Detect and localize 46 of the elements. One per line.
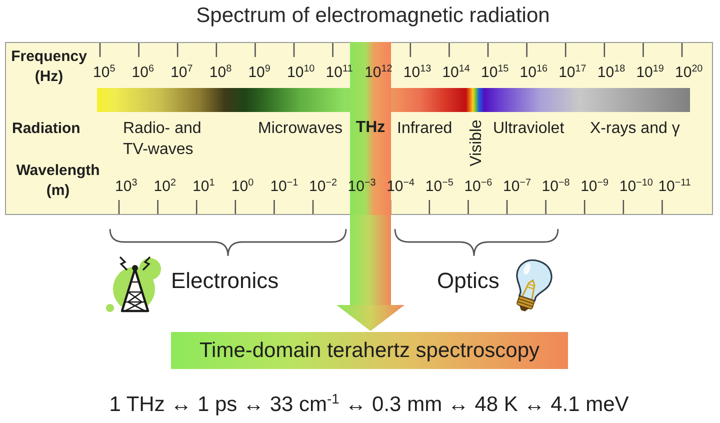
scale-value: 10$^{7}$ [170, 64, 193, 82]
arrow [336, 215, 404, 331]
band-label: THz [356, 118, 386, 137]
bracket-label: Optics [437, 268, 500, 294]
scale-value: 10$^{−5}$ [425, 178, 454, 196]
scale-value: 10$^{0}$ [231, 178, 254, 196]
bracket-label: Electronics [171, 268, 279, 294]
scale-value: 10$^{−6}$ [464, 178, 492, 196]
row-heading: Radiation [12, 119, 80, 139]
row-heading: Wavelength (m) [15, 161, 101, 201]
scale-value: 10$^{18}$ [597, 64, 626, 82]
scale-value: 10$^{10}$ [287, 64, 315, 82]
unit-equivalence-note: 1 THz ↔ 1 ps ↔ 33 cm$^{-1}$ ↔ 0.3 mm ↔ 48 K ↔ 4.1 meV [109, 392, 629, 417]
scale-value: 10$^{−10}$ [619, 178, 653, 196]
region-name: Microwaves [258, 119, 342, 139]
scale-value: 10$^{9}$ [248, 64, 270, 82]
scale-value: 10$^{17}$ [558, 64, 586, 82]
scale-value: 10$^{−11}$ [658, 178, 691, 196]
scale-value: 10$^{2}$ [154, 178, 176, 196]
scale-value: 10$^{−4}$ [386, 178, 415, 196]
scale-value: 10$^{−8}$ [542, 178, 570, 196]
scale-value: 10$^{−9}$ [580, 178, 609, 196]
scale-value: 10$^{6}$ [132, 64, 154, 82]
row-heading: Frequency (Hz) [10, 47, 88, 87]
title: Spectrum of electromagnetic radiation [196, 3, 550, 28]
scale-value: 10$^{5}$ [93, 64, 116, 82]
scale-value: 10$^{13}$ [403, 64, 432, 82]
scale-value: 10$^{−2}$ [309, 178, 337, 196]
region-name: Visible [467, 120, 486, 166]
scale-value: 10$^{−7}$ [503, 178, 531, 196]
region-name: Ultraviolet [493, 119, 564, 139]
scale-value: 10$^{3}$ [115, 178, 138, 196]
scale-value: 10$^{20}$ [675, 64, 703, 82]
method-box [171, 332, 568, 369]
scale-value: 10$^{16}$ [520, 64, 548, 82]
region-name: Infrared [397, 119, 452, 139]
scale-value: 10$^{15}$ [481, 64, 509, 82]
region-name: X-rays and γ [590, 119, 680, 139]
scale-value: 10$^{11}$ [326, 64, 353, 82]
scale-value: 10$^{19}$ [636, 64, 664, 82]
scale-value: 10$^{1}$ [192, 178, 215, 196]
scale-value: 10$^{8}$ [209, 64, 232, 82]
scale-value: 10$^{14}$ [442, 64, 470, 82]
box-label: Time-domain terahertz spectroscopy [199, 338, 540, 363]
scale-value: 10$^{−1}$ [270, 178, 298, 196]
region-name: Radio- and TV-waves [123, 119, 202, 160]
